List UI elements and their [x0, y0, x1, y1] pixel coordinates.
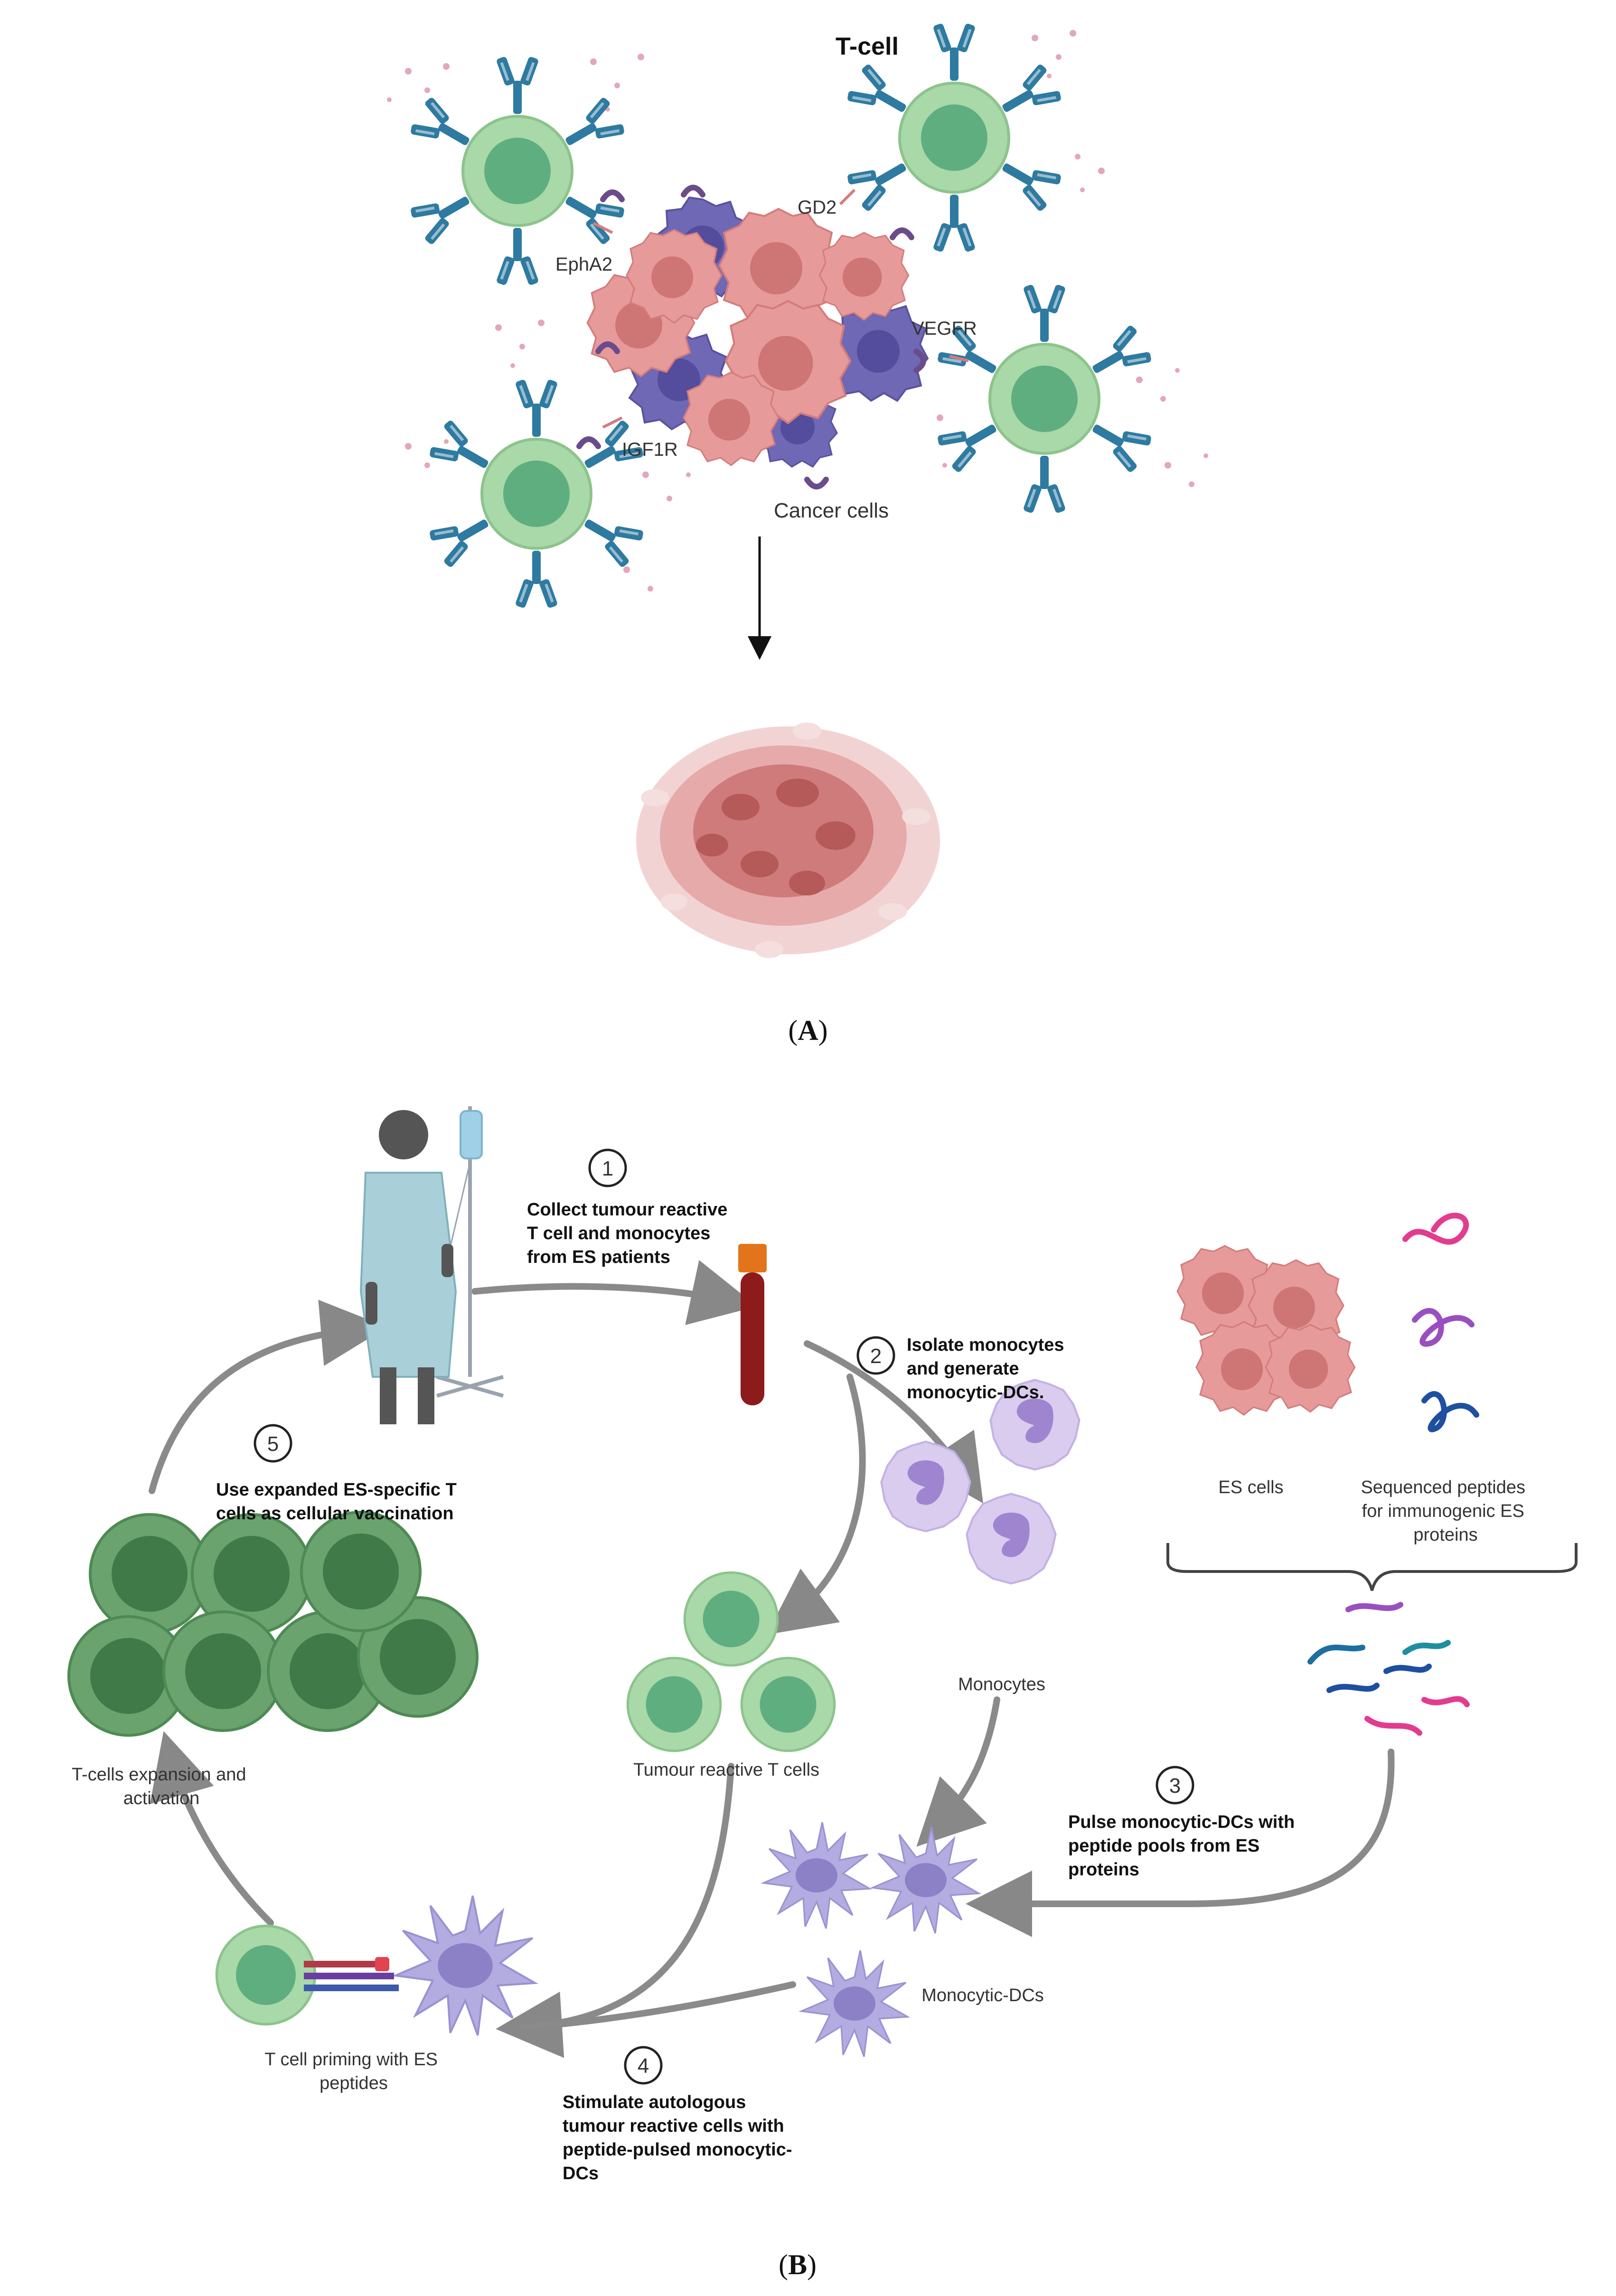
step-1-text: Collect tumour reactive T cell and monoc… — [527, 1200, 733, 1267]
step-3-number: 3 — [1169, 1774, 1181, 1797]
monocytic-dcs-label: Monocytic-DCs — [921, 1985, 1044, 2005]
es-cells-label: ES cells — [1218, 1477, 1283, 1497]
cancer-cell-cluster — [586, 197, 929, 468]
vegfr-label: VEGFR — [911, 318, 977, 339]
cytokine-dots — [387, 30, 1208, 592]
blood-tube — [738, 1244, 767, 1405]
destroyed-tumour — [636, 723, 940, 958]
cancer-cells-label: Cancer cells — [774, 499, 889, 522]
monocytic-dcs-illustration — [762, 1821, 980, 2058]
gd2-label: GD2 — [798, 197, 836, 218]
step-5-text: Use expanded ES-specific T cells as cell… — [216, 1480, 461, 1524]
cycle-arrows — [149, 1260, 1395, 2058]
peptide-pool — [1307, 1602, 1470, 1736]
step-2-badge — [856, 1336, 895, 1375]
step-5-badge — [254, 1424, 292, 1463]
panel-b-label: (B) — [779, 2249, 817, 2280]
igf1r-label: IGF1R — [622, 439, 678, 460]
step-4-number: 4 — [638, 2054, 649, 2078]
step-4-text: Stimulate autologous tumour reactive cel… — [563, 2092, 797, 2183]
receptors — [576, 185, 926, 489]
step-1-number: 1 — [602, 1157, 613, 1180]
step-1-badge — [588, 1148, 627, 1187]
step-2-number: 2 — [870, 1345, 882, 1368]
monocytes-label: Monocytes — [958, 1675, 1045, 1694]
tumour-t-cells-illustration — [628, 1572, 835, 1751]
step-5-number: 5 — [267, 1432, 279, 1456]
tumour-t-cells-label: Tumour reactive T cells — [633, 1760, 819, 1780]
priming-label: T cell priming with ES peptides — [264, 2050, 442, 2093]
step-2-text: Isolate monocytes and generate monocytic… — [907, 1335, 1069, 1402]
es-cells-illustration — [1176, 1245, 1356, 1416]
step-badges: 1 2 3 4 5 — [254, 1148, 1194, 2085]
peptide-strands — [1402, 1213, 1479, 1432]
step-3-badge — [1156, 1766, 1194, 1805]
patient-illustration — [359, 1106, 504, 1424]
panel-a: T-cell GD2 EphA2 VEGFR IGF1R Cancer cell… — [387, 23, 1208, 1046]
t-cell-top-left — [407, 56, 628, 286]
t-expansion-label: T-cells expansion and activation — [72, 1765, 251, 1808]
step-3-text: Pulse monocytic-DCs with peptide pools f… — [1068, 1812, 1300, 1880]
epha2-label: EphA2 — [555, 254, 612, 275]
t-cell-priming-illustration — [217, 1896, 536, 2035]
receptor-stalks — [592, 188, 969, 429]
panel-a-label: (A) — [788, 1015, 827, 1046]
peptides-label: Sequenced peptides for immunogenic ES pr… — [1361, 1477, 1530, 1545]
panel-b: 1 2 3 4 5 Collect tumour reactive T cell… — [69, 1106, 1578, 2280]
t-cell-label: T-cell — [836, 33, 899, 60]
t-cell-bottom-left — [426, 379, 647, 609]
brace — [1166, 1543, 1578, 1591]
step-4-badge — [624, 2046, 663, 2085]
expanded-t-cells-illustration — [69, 1512, 477, 1735]
